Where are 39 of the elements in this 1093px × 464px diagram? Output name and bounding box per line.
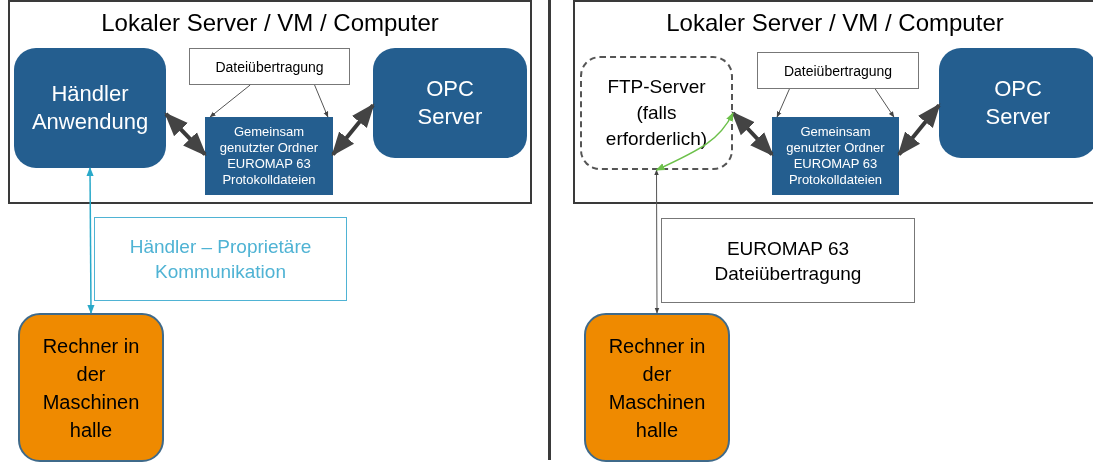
box-text: Gemeinsam genutzter Ordner EUROMAP 63 Protokolldateien — [218, 124, 320, 188]
box-text: Rechner in der Maschinen halle — [607, 333, 707, 443]
arrow — [654, 169, 660, 314]
machine-box — [584, 313, 730, 462]
box-text: Rechner in der Maschinen halle — [41, 333, 141, 443]
arrow — [731, 111, 774, 157]
callout-box — [94, 217, 347, 301]
box-text: Händler Anwendung — [30, 80, 150, 136]
folder-box — [205, 117, 333, 195]
arrow — [874, 88, 895, 118]
box-text: Dateiübertragung — [215, 57, 324, 76]
arrow — [164, 112, 207, 157]
frame-title: Lokaler Server / VM / Computer — [665, 8, 1005, 38]
box-text: EUROMAP 63 Dateiübertragung — [713, 236, 863, 286]
arrow — [331, 103, 375, 157]
label-box — [661, 218, 915, 303]
box-text: OPC Server — [416, 75, 484, 131]
box-text: OPC Server — [984, 75, 1052, 131]
arrow — [655, 112, 734, 171]
application-box — [14, 48, 166, 168]
arrow — [86, 167, 95, 314]
arrow — [776, 88, 790, 118]
arrow — [209, 84, 251, 118]
box-text: FTP-Server (falls erforderlich) — [604, 75, 709, 151]
machine-box — [18, 313, 164, 462]
application-box — [373, 48, 527, 158]
frame-title: Lokaler Server / VM / Computer — [100, 8, 440, 38]
label-box — [189, 48, 350, 85]
label-box — [757, 52, 919, 89]
arrow — [314, 84, 329, 118]
folder-box — [772, 117, 899, 195]
server-frame — [8, 0, 532, 204]
application-box — [939, 48, 1093, 158]
box-text: Gemeinsam genutzter Ordner EUROMAP 63 Protokolldateien — [785, 124, 886, 188]
box-text: Dateiübertragung — [783, 61, 893, 80]
server-frame — [573, 0, 1093, 204]
server-box — [580, 56, 733, 170]
arrow — [897, 103, 941, 157]
box-text: Händler – Proprietäre Kommunikation — [128, 235, 313, 284]
